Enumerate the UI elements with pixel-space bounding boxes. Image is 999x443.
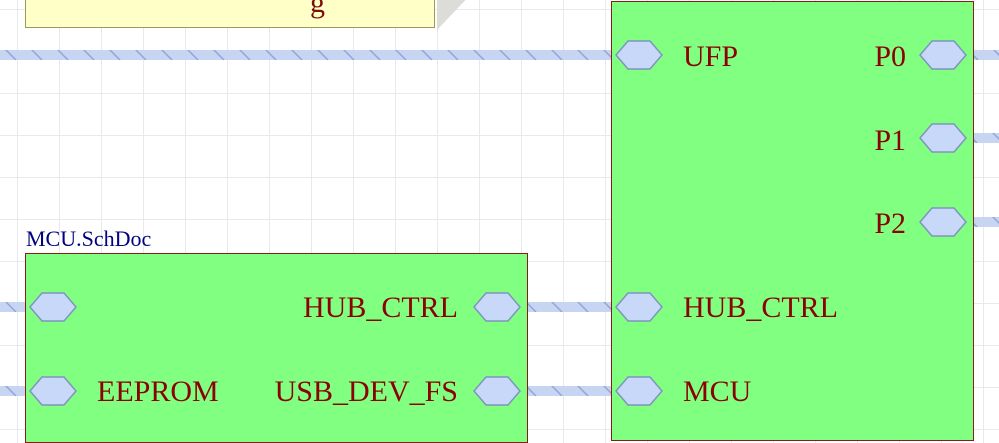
hub-sheet-symbol[interactable] [611, 1, 974, 441]
port-hub-hub-ctrl[interactable] [615, 292, 663, 322]
wire-p2-bus[interactable] [968, 217, 999, 227]
sheet-entry-label-eeprom: EEPROM [97, 375, 219, 408]
schematic-canvas [0, 50, 999, 396]
wire-p1-bus[interactable] [968, 133, 999, 143]
mcu-sheet-symbol[interactable] [25, 253, 528, 443]
sheet-filename-label: MCU.SchDoc [26, 226, 152, 251]
port-hub-p1[interactable] [919, 123, 967, 153]
wire-hub-ctrl-bus[interactable] [520, 302, 616, 312]
port-mcu-left-upper[interactable] [29, 292, 77, 322]
sheet-entry-label-p0: P0 [874, 40, 906, 73]
sheet-entry-label-mcu: MCU [683, 375, 752, 408]
sheet-entry-label-p2: P2 [874, 207, 906, 240]
wire-ufp-bus[interactable] [0, 50, 616, 60]
sheet-entry-label-p1: P1 [874, 124, 906, 157]
sheet-entry-label-hub-ctrl-out: HUB_CTRL [302, 291, 458, 324]
port-hub-ufp[interactable] [615, 40, 663, 70]
sheet-entry-label-ufp: UFP [683, 40, 739, 73]
wire-mcu-left-upper-bus[interactable] [0, 302, 30, 312]
port-hub-p2[interactable] [919, 207, 967, 237]
sheet-entry-label-usb-dev-fs: USB_DEV_FS [274, 375, 458, 408]
port-hub-p0[interactable] [919, 40, 967, 70]
port-mcu-eeprom[interactable] [29, 376, 77, 406]
port-mcu-hub-ctrl[interactable] [473, 292, 521, 322]
port-mcu-usb-dev-fs[interactable] [473, 376, 521, 406]
wire-p0-bus[interactable] [968, 50, 999, 60]
wire-mcu-left-lower-bus[interactable] [0, 386, 30, 396]
sheet-entry-label-hub-ctrl: HUB_CTRL [683, 291, 839, 324]
sheet-entry-ports [29, 40, 967, 406]
note-box[interactable] [25, 0, 435, 28]
wire-usb-dev-fs-bus[interactable] [520, 386, 616, 396]
port-hub-mcu[interactable] [615, 376, 663, 406]
note-text: g [310, 0, 325, 19]
